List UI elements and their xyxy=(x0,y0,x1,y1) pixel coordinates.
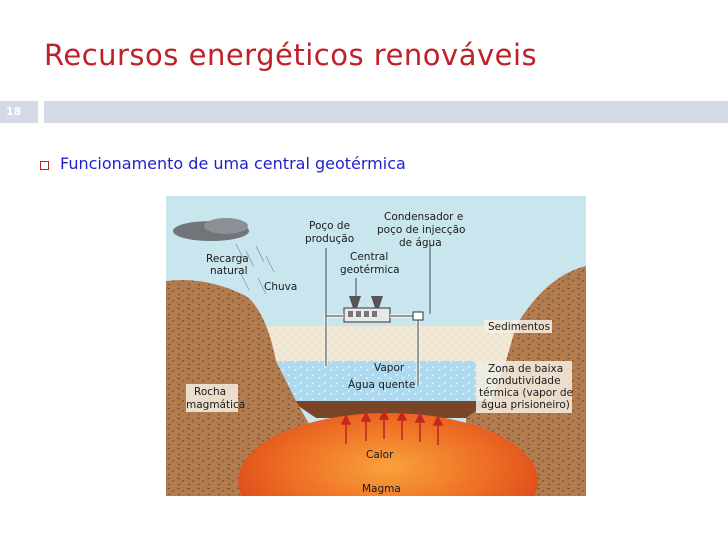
label-poco-injeccao: poço de injecção xyxy=(377,224,465,236)
label-de-agua: de água xyxy=(399,237,442,249)
label-vapor: Vapor xyxy=(374,362,405,374)
label-condensador: Condensador e xyxy=(384,211,463,223)
bullet-text: Funcionamento de uma central geotérmica xyxy=(60,154,406,173)
slide-number-box: 18 xyxy=(0,101,38,123)
label-central: Central xyxy=(350,251,388,263)
slide-title: Recursos energéticos renováveis xyxy=(44,38,537,72)
bullet-square-icon xyxy=(40,161,49,170)
slide-number: 18 xyxy=(6,105,21,118)
header-rule xyxy=(44,101,728,123)
label-calor: Calor xyxy=(366,449,394,461)
label-producao: produção xyxy=(305,233,354,245)
label-magma: Magma xyxy=(362,483,401,495)
label-poco-de: Poço de xyxy=(309,220,350,232)
label-termica: térmica (vapor de xyxy=(479,387,573,399)
label-agua-quente: Água quente xyxy=(348,378,415,391)
label-recarga: Recarga xyxy=(206,253,249,265)
sediment-layer xyxy=(246,326,516,361)
label-natural: natural xyxy=(210,265,248,277)
label-magmatica: magmática xyxy=(186,399,245,411)
label-agua-prisioneiro: água prisioneiro) xyxy=(481,399,570,411)
label-chuva: Chuva xyxy=(264,281,297,293)
label-zona-baixa: Zona de baixa xyxy=(488,363,563,375)
label-sedimentos: Sedimentos xyxy=(488,321,550,333)
label-condutividade: condutividade xyxy=(486,375,561,387)
geothermal-diagram-svg: Recarga natural Chuva Poço de produção C… xyxy=(166,196,586,496)
label-geotermica: geotérmica xyxy=(340,264,400,276)
geothermal-diagram: Recarga natural Chuva Poço de produção C… xyxy=(166,196,586,496)
label-rocha: Rocha xyxy=(194,386,226,398)
